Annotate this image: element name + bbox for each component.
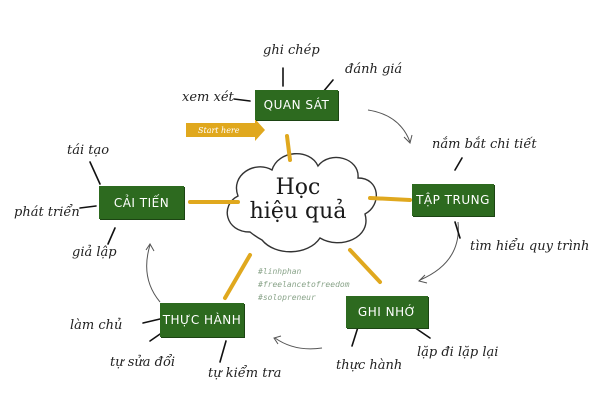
hashtag-linhphan: #linhphan: [258, 267, 302, 276]
note-tu-sua-doi: tự sửa đổi: [110, 355, 176, 370]
node-thuc-hanh: THỰC HÀNH: [160, 303, 244, 337]
note-lam-chu: làm chủ: [70, 318, 123, 333]
note-lap-di-lap-lai: lặp đi lặp lại: [417, 345, 499, 360]
note-tim-hieu-quy-trinh: tìm hiểu quy trình: [470, 239, 590, 254]
note-phat-trien: phát triển: [14, 205, 80, 220]
note-thuc-hanh: thực hành: [336, 358, 403, 373]
note-ghi-chep: ghi chép: [263, 43, 320, 58]
hashtag-solopreneur: #solopreneur: [258, 293, 316, 302]
hashtag-freelancetofreedom: #freelancetofreedom: [258, 280, 350, 289]
start-arrow: [186, 119, 265, 141]
note-xem-xet: xem xét: [182, 90, 234, 105]
node-quan-sat: QUAN SÁT: [255, 90, 338, 120]
cycle-arrows: [145, 109, 459, 350]
node-ghi-nho: GHI NHỚ: [346, 296, 428, 328]
node-tap-trung: TẬP TRUNG: [412, 184, 494, 216]
note-gia-lap: giả lập: [72, 245, 117, 260]
start-here-label: Start here: [198, 125, 240, 135]
note-danh-gia: đánh giá: [345, 62, 403, 77]
note-tu-kiem-tra: tự kiểm tra: [208, 366, 282, 381]
spokes: [188, 134, 412, 300]
node-cai-tien: CẢI TIẾN: [99, 186, 184, 219]
center-title-line2: hiệu quả: [249, 199, 347, 224]
center-title: Học hiệu quả: [238, 176, 358, 224]
note-nam-bat-chi-tiet: nắm bắt chi tiết: [432, 137, 537, 152]
center-title-line1: Học: [275, 175, 321, 200]
center-cloud: [226, 152, 378, 253]
note-tai-tao: tái tạo: [67, 143, 110, 158]
